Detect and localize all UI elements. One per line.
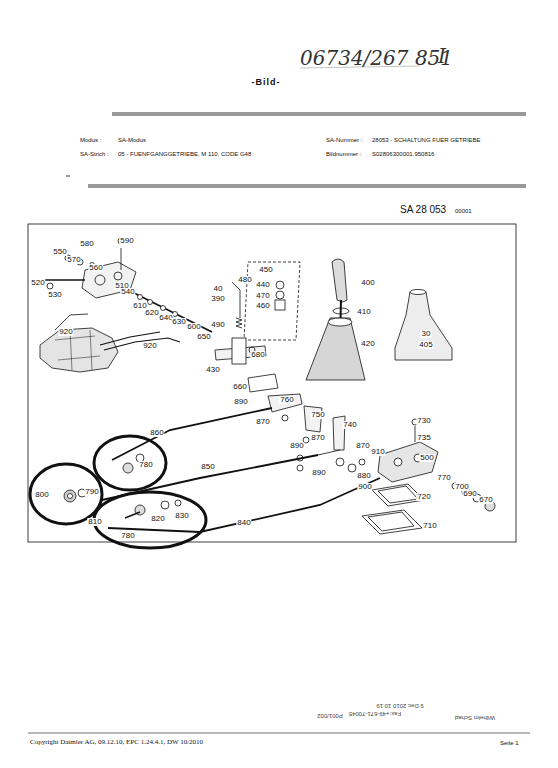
- callout-number: 690: [462, 490, 477, 498]
- callout-number: 630: [171, 318, 186, 326]
- page-number: Seite 1: [500, 740, 519, 746]
- callout-number: 890: [233, 398, 248, 406]
- field-name: Bildnummer :: [326, 151, 361, 157]
- callout-number: 390: [210, 295, 225, 303]
- callout-number: 490: [210, 321, 225, 329]
- callout-number: 730: [416, 417, 431, 425]
- page-number: 00001: [455, 208, 472, 214]
- callout-number: 570: [66, 256, 81, 264]
- callout-number: 670: [478, 496, 493, 504]
- callout-number: 810: [87, 518, 102, 526]
- callout-number: 890: [289, 442, 304, 450]
- callout-number: 800: [34, 491, 49, 499]
- callout-number: 580: [79, 240, 94, 248]
- callout-number: 440: [255, 281, 270, 289]
- callout-number: 760: [279, 396, 294, 404]
- fax-header: Fax:+49-671-70045: [349, 711, 402, 717]
- callout-number: 890: [311, 469, 326, 477]
- callout-number: 650: [196, 333, 211, 341]
- callout-number: 450: [258, 266, 273, 274]
- callout-number: 410: [356, 308, 371, 316]
- field-name: Modus :: [80, 137, 101, 143]
- callout-number: 840: [236, 519, 251, 527]
- callout-number: 720: [416, 493, 431, 501]
- callout-number: 780: [120, 532, 135, 540]
- callout-number: 850: [200, 463, 215, 471]
- copyright-note: Copyright Daimler AG, 09.12.10, EPC 1.24…: [30, 739, 203, 746]
- callout-number: 30: [421, 330, 432, 338]
- callout-number: 870: [255, 418, 270, 426]
- callout-number: 790: [84, 488, 99, 496]
- callout-number: 780: [138, 461, 153, 469]
- callout-number: 830: [174, 512, 189, 520]
- callout-number: 400: [360, 279, 375, 287]
- callout-number: 405: [418, 341, 433, 349]
- field-value: S02806300001.950816: [372, 151, 434, 157]
- callout-number: 910: [370, 448, 385, 456]
- handwritten-note: I: [438, 46, 446, 66]
- callout-number: 920: [58, 328, 73, 336]
- callout-number: 710: [422, 522, 437, 530]
- callout-number: 870: [310, 434, 325, 442]
- field-value: SA-Modus: [118, 137, 146, 143]
- callout-number: 735: [416, 434, 431, 442]
- callout-number: 430: [205, 366, 220, 374]
- callout-number: 600: [186, 323, 201, 331]
- callout-number: 770: [436, 474, 451, 482]
- page-code: SA 28 053: [400, 205, 446, 215]
- callout-number: 860: [149, 429, 164, 437]
- field-name: SA-Strich :: [80, 151, 109, 157]
- callout-number: 870: [355, 442, 370, 450]
- callout-number: 520: [30, 279, 45, 287]
- fax-header: Wilhelm Schad: [455, 715, 495, 721]
- callout-number: 560: [88, 264, 103, 272]
- callout-number: 880: [356, 472, 371, 480]
- fax-header: P001/002: [317, 713, 343, 719]
- callout-number: 900: [357, 483, 372, 491]
- callout-number: 40: [213, 285, 224, 293]
- callout-number: 820: [150, 515, 165, 523]
- callout-number: 740: [342, 421, 357, 429]
- callout-number: 460: [255, 302, 270, 310]
- callout-number: 530: [47, 291, 62, 299]
- callout-number: 540: [120, 288, 135, 296]
- page-title: -Bild-: [252, 78, 281, 87]
- field-value: 28053 - SCHALTUNG FUER GETRIEBE: [372, 137, 481, 143]
- callout-number: 470: [255, 292, 270, 300]
- fax-header: 9 Dec 2010 10:19: [376, 703, 423, 709]
- field-value: 05 - FUENFGANGGETRIEBE, M 110, CODE G48: [118, 151, 251, 157]
- callout-number: 550: [52, 248, 67, 256]
- field-name: SA-Nummer :: [326, 137, 362, 143]
- callout-number: 500: [419, 454, 434, 462]
- callout-number: 420: [360, 340, 375, 348]
- handwritten-note: 06734/267 851: [300, 48, 453, 68]
- callout-number: 480: [237, 276, 252, 284]
- callout-number: 920: [142, 342, 157, 350]
- callout-number: 750: [310, 411, 325, 419]
- callout-number: 660: [232, 383, 247, 391]
- callout-number: 590: [119, 237, 134, 245]
- callout-number: 680: [250, 351, 265, 359]
